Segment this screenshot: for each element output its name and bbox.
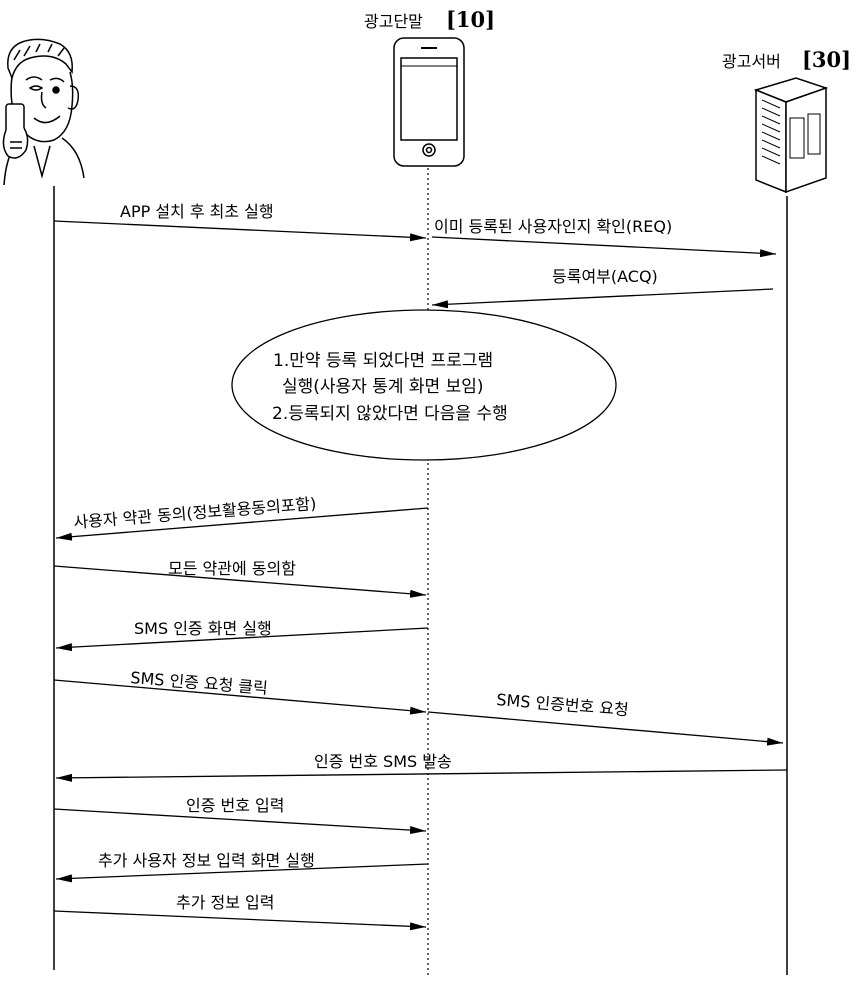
message-arrow [55,507,429,541]
message-label: 인증 번호 입력 [186,796,285,815]
note-line-3: 2.등록되지 않았다면 다음을 수행 [272,404,508,424]
message-arrow [431,236,777,258]
message-arrow [53,808,427,835]
message-label: 등록여부(ACQ) [552,267,658,286]
message-arrow [55,769,788,782]
message-label: 모든 약관에 동의함 [168,559,296,578]
message-arrow [55,863,429,883]
terminal-code: [10] [446,7,495,32]
message-arrow [53,679,427,715]
message-arrow [55,627,429,652]
message-arrow [53,220,427,242]
message-label: SMS 인증 요청 클릭 [130,668,269,698]
user-figure-icon [2,38,85,186]
message-arrow [431,288,774,309]
message-label: 추가 정보 입력 [176,893,275,912]
message-label: APP 설치 후 최초 실행 [120,202,274,221]
terminal-name: 광고단말 [364,12,423,31]
terminal-header: 광고단말 [10] [364,7,495,32]
server-icon [753,77,829,194]
note-ellipse [231,309,617,461]
message-arrow [53,910,427,931]
message-label: 이미 등록된 사용자인지 확인(REQ) [434,217,672,236]
smartphone-icon [393,37,465,167]
server-name: 광고서버 [722,52,781,71]
note-line-1: 1.만약 등록 되었다면 프로그램 [273,351,493,371]
condition-note: 1.만약 등록 되었다면 프로그램 실행(사용자 통계 화면 보임) 2.등록되… [231,309,617,461]
server-header: 광고서버 [30] [722,47,851,72]
message-label: 인증 번호 SMS 발송 [314,752,452,771]
note-line-2: 실행(사용자 통계 화면 보임) [282,377,484,397]
server-code: [30] [802,47,851,72]
message-label: SMS 인증번호 요청 [496,690,630,719]
message-label: 추가 사용자 정보 입력 화면 실행 [98,851,315,870]
message-label: SMS 인증 화면 실행 [134,619,272,638]
message-arrow [427,711,784,746]
message-arrow [53,565,427,598]
